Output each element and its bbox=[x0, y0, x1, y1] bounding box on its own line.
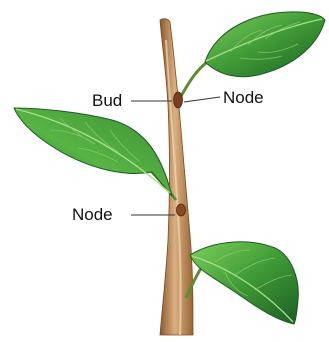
leaf-left bbox=[14, 108, 172, 196]
leaf-top-right bbox=[205, 12, 325, 77]
node-mid-bud bbox=[177, 204, 186, 216]
node-top-label: Node bbox=[223, 89, 264, 106]
bud bbox=[174, 92, 183, 108]
node-top-leader-line bbox=[184, 97, 220, 102]
bud-label: Bud bbox=[92, 92, 122, 109]
node-mid-label: Node bbox=[72, 206, 113, 223]
